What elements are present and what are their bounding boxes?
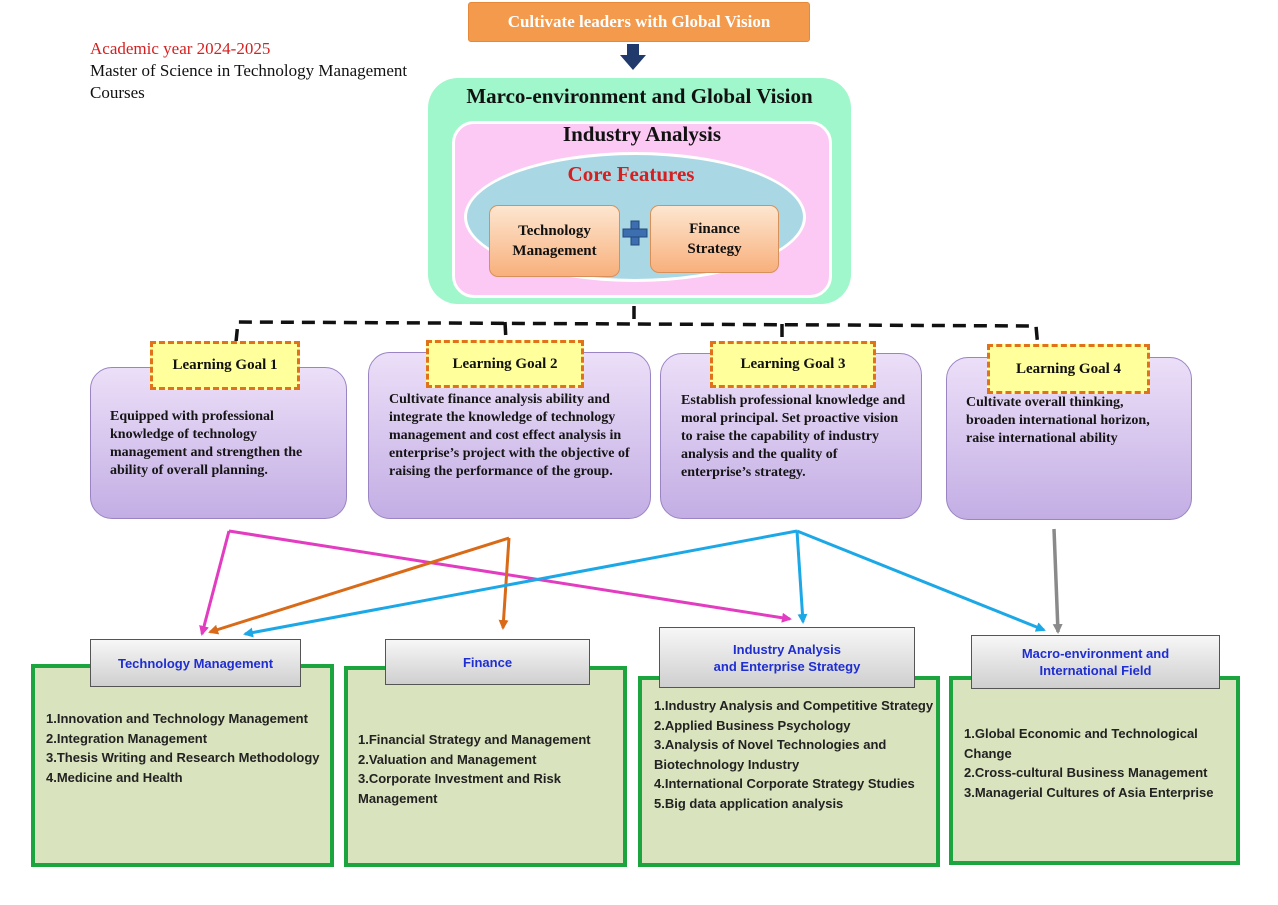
goal2-arrows [208, 536, 511, 635]
goal1-arrows [199, 529, 792, 636]
feature-2-line-2: Strategy [687, 241, 742, 257]
list-item: 2.Applied Business Psychology [654, 717, 851, 733]
learning-goal-4-text: Cultivate overall thinking, broaden inte… [966, 395, 1150, 446]
feature-1-line-2: Management [512, 243, 597, 259]
list-item: 1.Financial Strategy and Management [358, 732, 591, 747]
learning-goal-2-text: Cultivate finance analysis ability and i… [389, 392, 630, 479]
learning-goal-1-label: Learning Goal 1 [150, 341, 300, 390]
course-list-technology-management: 1.Innovation and Technology Management 2… [46, 709, 326, 787]
vision-banner: Cultivate leaders with Global Vision [468, 2, 810, 42]
industry-title: Industry Analysis [562, 122, 722, 146]
list-item: 3.Managerial Cultures of Asia Enterprise [964, 784, 1214, 800]
list-item: 2.Cross-cultural Business Management [964, 765, 1208, 780]
list-item: 3.Thesis Writing and Research Methodolog… [46, 750, 320, 765]
course-box-technology-management [31, 664, 334, 867]
course-1-title: Technology Management [117, 655, 274, 671]
list-item: 3.Corporate Investment and Risk Manageme… [358, 771, 561, 806]
course-3-title-line-2: and Enterprise Strategy [713, 658, 861, 674]
feature-2-line-1: Finance [689, 221, 740, 237]
program-name: Master of Science in Technology Manageme… [90, 61, 408, 80]
learning-goal-1-text: Equipped with professional knowledge of … [110, 409, 303, 478]
courses-label: Courses [90, 83, 145, 102]
list-item: 4.International Corporate Strategy Studi… [654, 776, 915, 791]
list-item: 1.Innovation and Technology Management [46, 711, 308, 726]
course-title-finance: Finance [385, 639, 590, 685]
list-item: 1.Industry Analysis and Competitive Stra… [654, 698, 934, 713]
course-list-industry-analysis: 1.Industry Analysis and Competitive Stra… [654, 696, 934, 813]
core-features-title: Core Features [567, 162, 695, 186]
course-box-macro-environment [949, 676, 1240, 865]
course-box-industry-analysis [638, 676, 940, 867]
feature-1-line-1: Technology [518, 223, 591, 239]
down-arrow-icon [620, 44, 646, 70]
learning-goal-1-box [90, 367, 347, 519]
goal-tree-connector [234, 306, 1040, 349]
macro-title: Marco-environment and Global Vision [466, 84, 813, 108]
list-item: 2.Integration Management [46, 730, 208, 746]
list-item: 2.Valuation and Management [358, 751, 537, 767]
goal3-arrows [243, 529, 1046, 638]
learning-goal-2-label: Learning Goal 2 [426, 340, 584, 388]
course-list-finance: 1.Financial Strategy and Management 2.Va… [358, 730, 616, 808]
course-title-technology-management: Technology Management [90, 639, 301, 687]
list-item: 5.Big data application analysis [654, 795, 844, 811]
course-2-title: Finance [462, 654, 513, 670]
course-3-title-line-1: Industry Analysis [733, 641, 841, 657]
plus-icon [622, 220, 648, 246]
goal4-arrows [1052, 528, 1063, 634]
list-item: 4.Medicine and Health [46, 769, 183, 785]
list-item: 3.Analysis of Novel Technologies and Bio… [654, 737, 887, 772]
learning-goal-4-label: Learning Goal 4 [987, 344, 1150, 394]
course-list-macro-environment: 1.Global Economic and Technological Chan… [964, 724, 1226, 802]
learning-goal-3-text: Establish professional knowledge and mor… [681, 393, 906, 480]
course-4-title-line-1: Macro-environment and [1021, 646, 1170, 661]
academic-year: Academic year 2024-2025 [90, 39, 271, 58]
learning-goal-3-label: Learning Goal 3 [710, 341, 876, 388]
list-item: 1.Global Economic and Technological Chan… [964, 726, 1198, 761]
course-4-title-line-2: International Field [1039, 663, 1152, 678]
